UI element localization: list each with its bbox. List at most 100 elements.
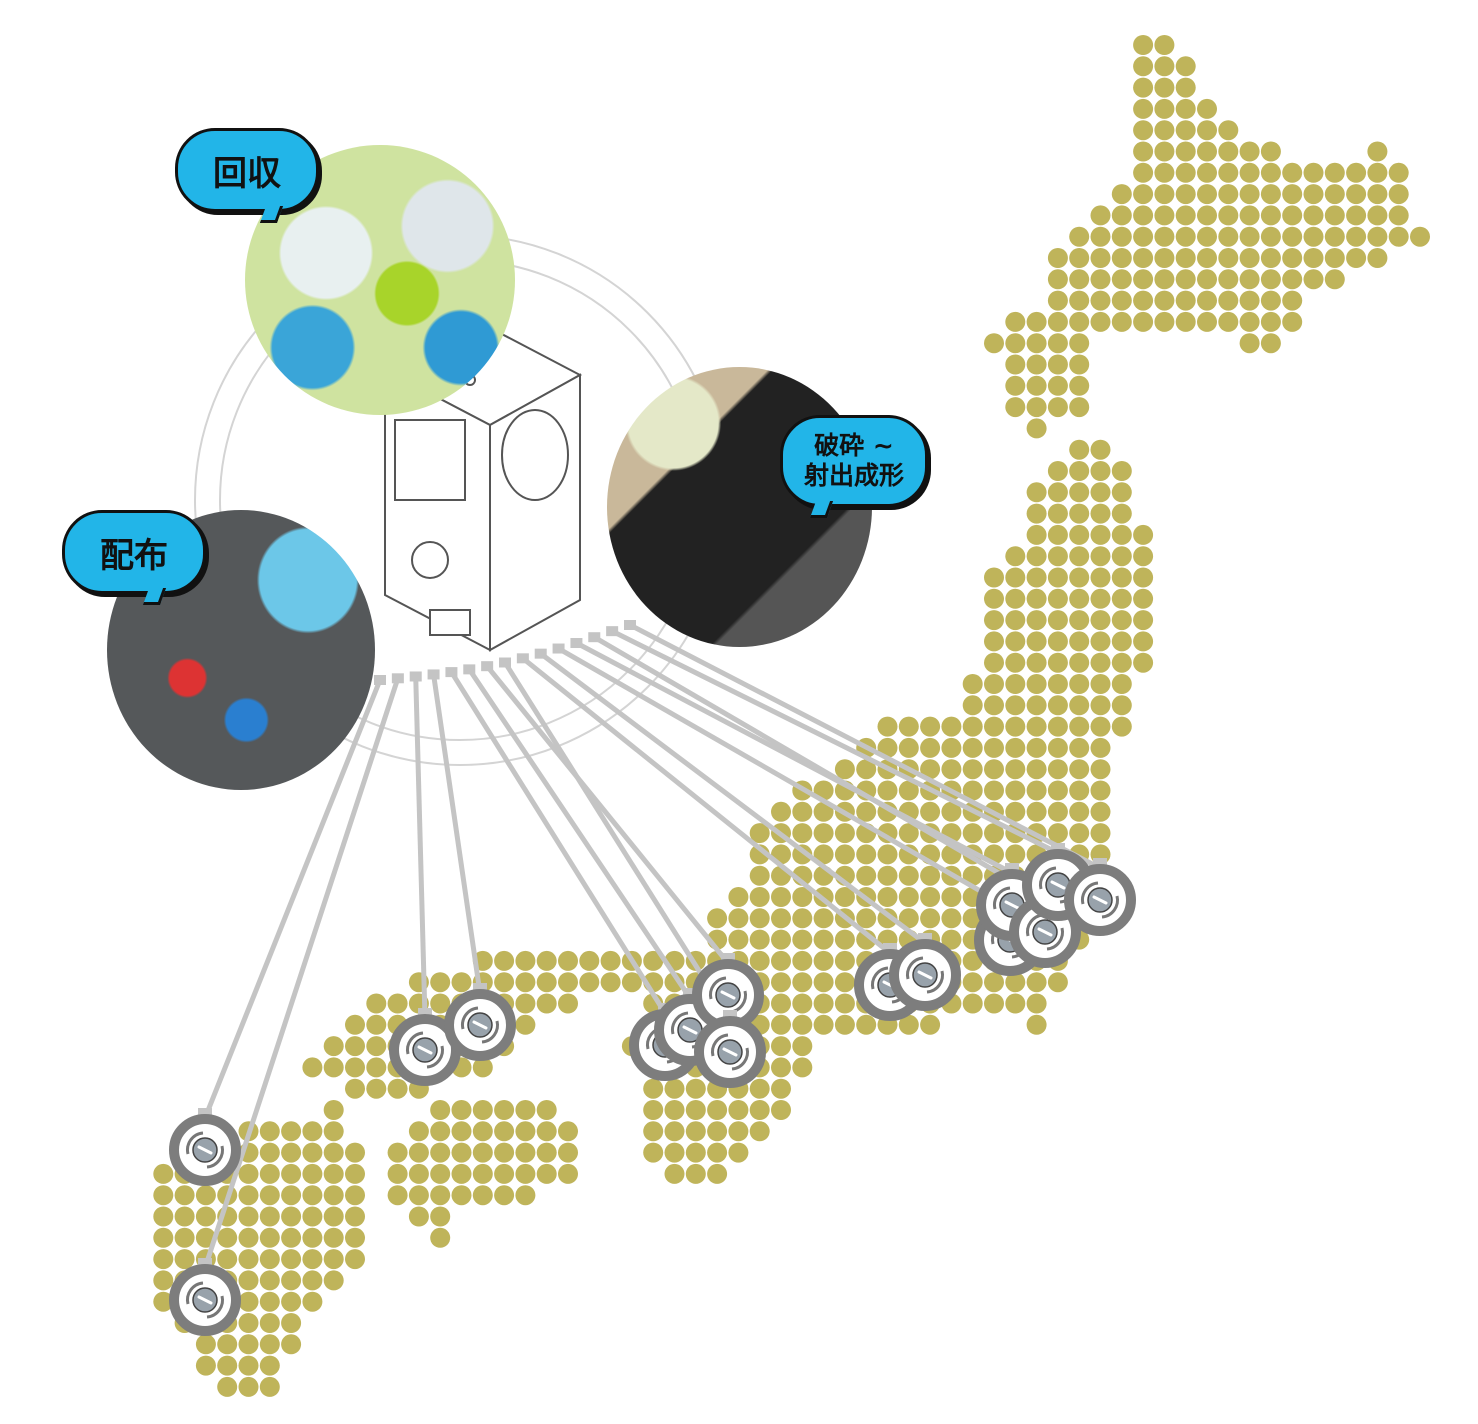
map-dot	[345, 1014, 365, 1035]
map-dot	[1090, 567, 1111, 588]
map-dot	[984, 652, 1004, 673]
map-dot	[259, 1206, 280, 1227]
map-dot	[1090, 759, 1111, 780]
map-dot	[430, 1100, 451, 1120]
map-dot	[1111, 716, 1132, 737]
map-dot	[643, 1121, 664, 1142]
map-dot	[323, 1057, 344, 1078]
map-dot	[259, 1270, 280, 1291]
map-dot	[1303, 269, 1324, 290]
map-dot	[515, 1014, 536, 1035]
crushing-molding-photo	[607, 367, 872, 647]
map-dot	[259, 1313, 280, 1333]
map-dot	[1090, 610, 1111, 631]
map-dot	[217, 1376, 238, 1397]
map-dot	[1239, 226, 1260, 247]
map-dot	[1069, 716, 1090, 737]
map-dot	[1047, 311, 1068, 332]
map-dot	[984, 780, 1004, 801]
map-dot	[345, 1249, 365, 1270]
map-dot	[238, 1163, 259, 1184]
map-dot	[1260, 290, 1281, 311]
map-dot	[1069, 354, 1090, 375]
map-dot	[685, 1163, 706, 1184]
map-dot	[259, 1334, 280, 1355]
connector-origin	[445, 667, 458, 678]
map-dot	[259, 1249, 280, 1270]
map-dot	[1175, 290, 1196, 311]
map-dot	[920, 737, 941, 758]
map-dot	[792, 801, 813, 822]
map-dot	[1175, 162, 1196, 183]
map-dot	[1111, 524, 1132, 545]
map-dot	[984, 567, 1004, 588]
connector-origin	[409, 671, 422, 682]
map-dot	[323, 1185, 344, 1206]
map-dot	[771, 801, 791, 822]
map-dot	[408, 1142, 429, 1163]
map-dot	[1282, 248, 1303, 268]
map-dot	[1005, 844, 1026, 865]
map-dot	[1005, 780, 1026, 801]
map-dot	[1047, 610, 1068, 631]
map-dot	[302, 1185, 323, 1206]
map-dot	[1090, 716, 1111, 737]
map-dot	[281, 1227, 302, 1248]
map-dot	[1069, 674, 1090, 694]
map-dot	[1047, 333, 1068, 354]
map-dot	[1026, 801, 1047, 822]
map-dot	[536, 1100, 557, 1120]
map-dot	[1111, 610, 1132, 631]
map-dot	[685, 1100, 706, 1120]
map-dot	[1090, 631, 1111, 652]
map-dot	[472, 1100, 493, 1120]
spinning-top-icon	[186, 1281, 224, 1319]
map-dot	[1303, 248, 1324, 268]
map-dot	[345, 1206, 365, 1227]
map-dot	[153, 1270, 174, 1291]
map-dot	[366, 993, 387, 1014]
map-dot	[813, 823, 834, 844]
map-dot	[515, 1163, 536, 1184]
map-dot	[1111, 567, 1132, 588]
map-dot	[1367, 248, 1388, 268]
map-dot	[1005, 397, 1026, 418]
spinning-top-icon	[1081, 881, 1119, 919]
map-dot	[1026, 631, 1047, 652]
map-dot	[834, 1014, 855, 1035]
map-dot	[345, 1036, 365, 1057]
map-dot	[579, 972, 600, 993]
map-dot	[813, 929, 834, 950]
map-dot	[941, 801, 962, 822]
map-dot	[1047, 631, 1068, 652]
distribution-markers	[169, 843, 1136, 1336]
spinning-top-marker	[169, 1108, 241, 1186]
map-dot	[281, 1291, 302, 1312]
map-dot	[1111, 482, 1132, 503]
map-dot	[1239, 205, 1260, 226]
map-dot	[281, 1142, 302, 1163]
map-dot	[898, 780, 919, 801]
map-dot	[643, 1100, 664, 1120]
connector-line	[467, 667, 693, 1000]
connector-lines	[202, 620, 1102, 1269]
map-dot	[281, 1206, 302, 1227]
map-dot	[1154, 226, 1175, 247]
map-dot	[323, 1206, 344, 1227]
map-dot	[1069, 290, 1090, 311]
map-dot	[430, 1227, 451, 1248]
map-dot	[792, 1014, 813, 1035]
map-dot	[1260, 162, 1281, 183]
map-dot	[664, 1142, 685, 1163]
map-dot	[323, 1249, 344, 1270]
map-dot	[387, 1078, 408, 1099]
map-dot	[579, 950, 600, 971]
map-dot	[1175, 184, 1196, 205]
map-dot	[771, 1014, 791, 1035]
map-dot	[238, 1206, 259, 1227]
map-dot	[856, 929, 877, 950]
map-dot	[1133, 77, 1154, 98]
map-dot	[1111, 546, 1132, 567]
map-dot	[174, 1206, 195, 1227]
map-dot	[984, 610, 1004, 631]
